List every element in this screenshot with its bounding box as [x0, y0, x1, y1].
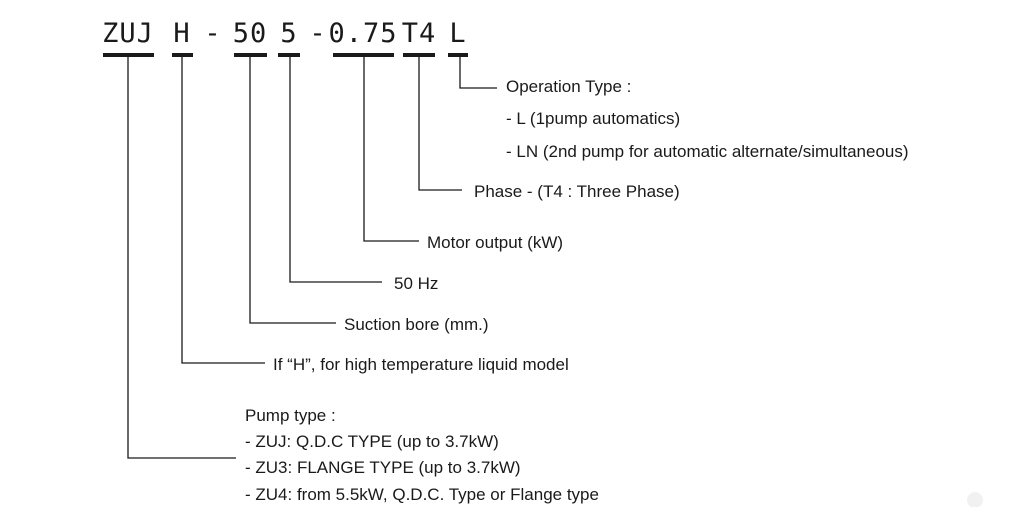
code-segment-t4: T4	[402, 18, 437, 49]
code-segment-50: 50	[233, 18, 268, 49]
label-operation-item-ln: - LN (2nd pump for automatic alternate/s…	[506, 142, 909, 161]
code-segment-zuj: ZUJ	[102, 18, 154, 49]
label-frequency: 50 Hz	[394, 274, 438, 293]
connector-operation	[459, 57, 497, 89]
connector-pump-type	[127, 57, 236, 459]
connector-high-temp	[181, 57, 265, 364]
connector-hz	[289, 57, 382, 283]
label-operation-item-l: - L (1pump automatics)	[506, 109, 680, 128]
label-high-temperature: If “H”, for high temperature liquid mode…	[273, 355, 569, 374]
model-code: ZUJ H - 50 5 - 0.75 T4 L	[102, 18, 466, 49]
code-segment-075: 0.75	[328, 18, 397, 49]
connector-lines	[127, 57, 497, 459]
label-suction-bore: Suction bore (mm.)	[344, 315, 489, 334]
code-segment-l: L	[449, 18, 466, 49]
connector-phase	[418, 57, 462, 191]
connector-motor	[363, 57, 419, 242]
label-phase: Phase - (T4 : Three Phase)	[474, 182, 680, 201]
code-segment-5: 5	[280, 18, 297, 49]
label-pump-type-zu3: - ZU3: FLANGE TYPE (up to 3.7kW)	[245, 458, 521, 477]
label-pump-type-zu4: - ZU4: from 5.5kW, Q.D.C. Type or Flange…	[245, 485, 599, 504]
code-segment-dash-1: -	[204, 18, 221, 49]
labels: Operation Type : - L (1pump automatics) …	[245, 77, 909, 504]
connector-suction	[249, 57, 336, 324]
label-operation-title: Operation Type :	[506, 77, 631, 96]
label-pump-type-title: Pump type :	[245, 406, 336, 425]
corner-watermark-icon	[967, 492, 983, 507]
label-pump-type-zuj: - ZUJ: Q.D.C TYPE (up to 3.7kW)	[245, 432, 499, 451]
code-segment-h: H	[173, 18, 190, 49]
code-segment-dash-2: -	[309, 18, 326, 49]
label-motor-output: Motor output (kW)	[427, 233, 563, 252]
